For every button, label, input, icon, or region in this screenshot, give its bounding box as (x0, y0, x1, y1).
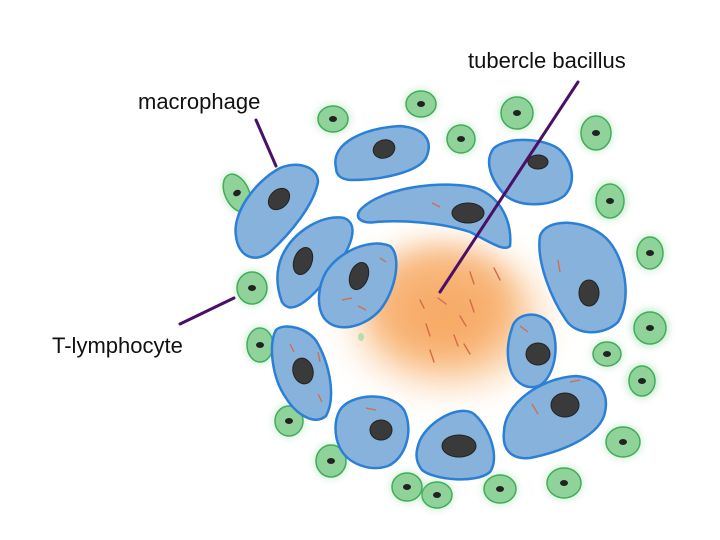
tubercle-bacillus-label: tubercle bacillus (468, 48, 626, 73)
macrophage-leader (254, 118, 278, 168)
t-lymphocyte (245, 326, 275, 364)
leader-lines (178, 80, 580, 326)
t-lymphocyte (591, 340, 623, 368)
macrophage (415, 409, 496, 481)
macrophage (506, 313, 557, 389)
t-lymphocyte (358, 333, 364, 341)
t-lymphocyte-leader (178, 296, 236, 326)
t-lymphocyte (482, 473, 518, 505)
macrophage (334, 395, 410, 470)
t-lymphocytes (221, 89, 669, 510)
macrophage (270, 325, 333, 421)
t-lymphocyte (604, 425, 642, 459)
t-lymphocyte (420, 480, 454, 510)
macrophage (234, 163, 320, 259)
t-lymphocyte (235, 270, 269, 306)
t-lymphocyte (579, 114, 613, 152)
macrophages (234, 124, 627, 481)
t-lymphocyte (404, 89, 438, 119)
t-lymphocyte-label: T-lymphocyte (52, 333, 183, 358)
t-lymphocyte (390, 471, 424, 503)
macrophage (538, 221, 627, 334)
t-lymphocyte (445, 123, 477, 155)
tubercle-bacilli (419, 267, 501, 363)
t-lymphocyte (273, 404, 305, 438)
t-lymphocyte (499, 95, 535, 131)
t-lymphocyte (314, 443, 348, 479)
macrophage (487, 138, 573, 206)
macrophage (502, 374, 608, 460)
t-lymphocyte (315, 104, 351, 134)
macrophage (317, 242, 398, 329)
t-lymphocyte (545, 466, 583, 500)
t-lymphocyte (593, 182, 627, 220)
t-lymphocyte (626, 364, 658, 398)
t-lymphocyte (631, 309, 669, 347)
macrophage (356, 183, 512, 249)
macrophage (334, 124, 430, 182)
t-lymphocyte (634, 235, 666, 271)
tubercle-bacillus-leader (438, 80, 580, 294)
macrophage-label: macrophage (138, 89, 261, 114)
